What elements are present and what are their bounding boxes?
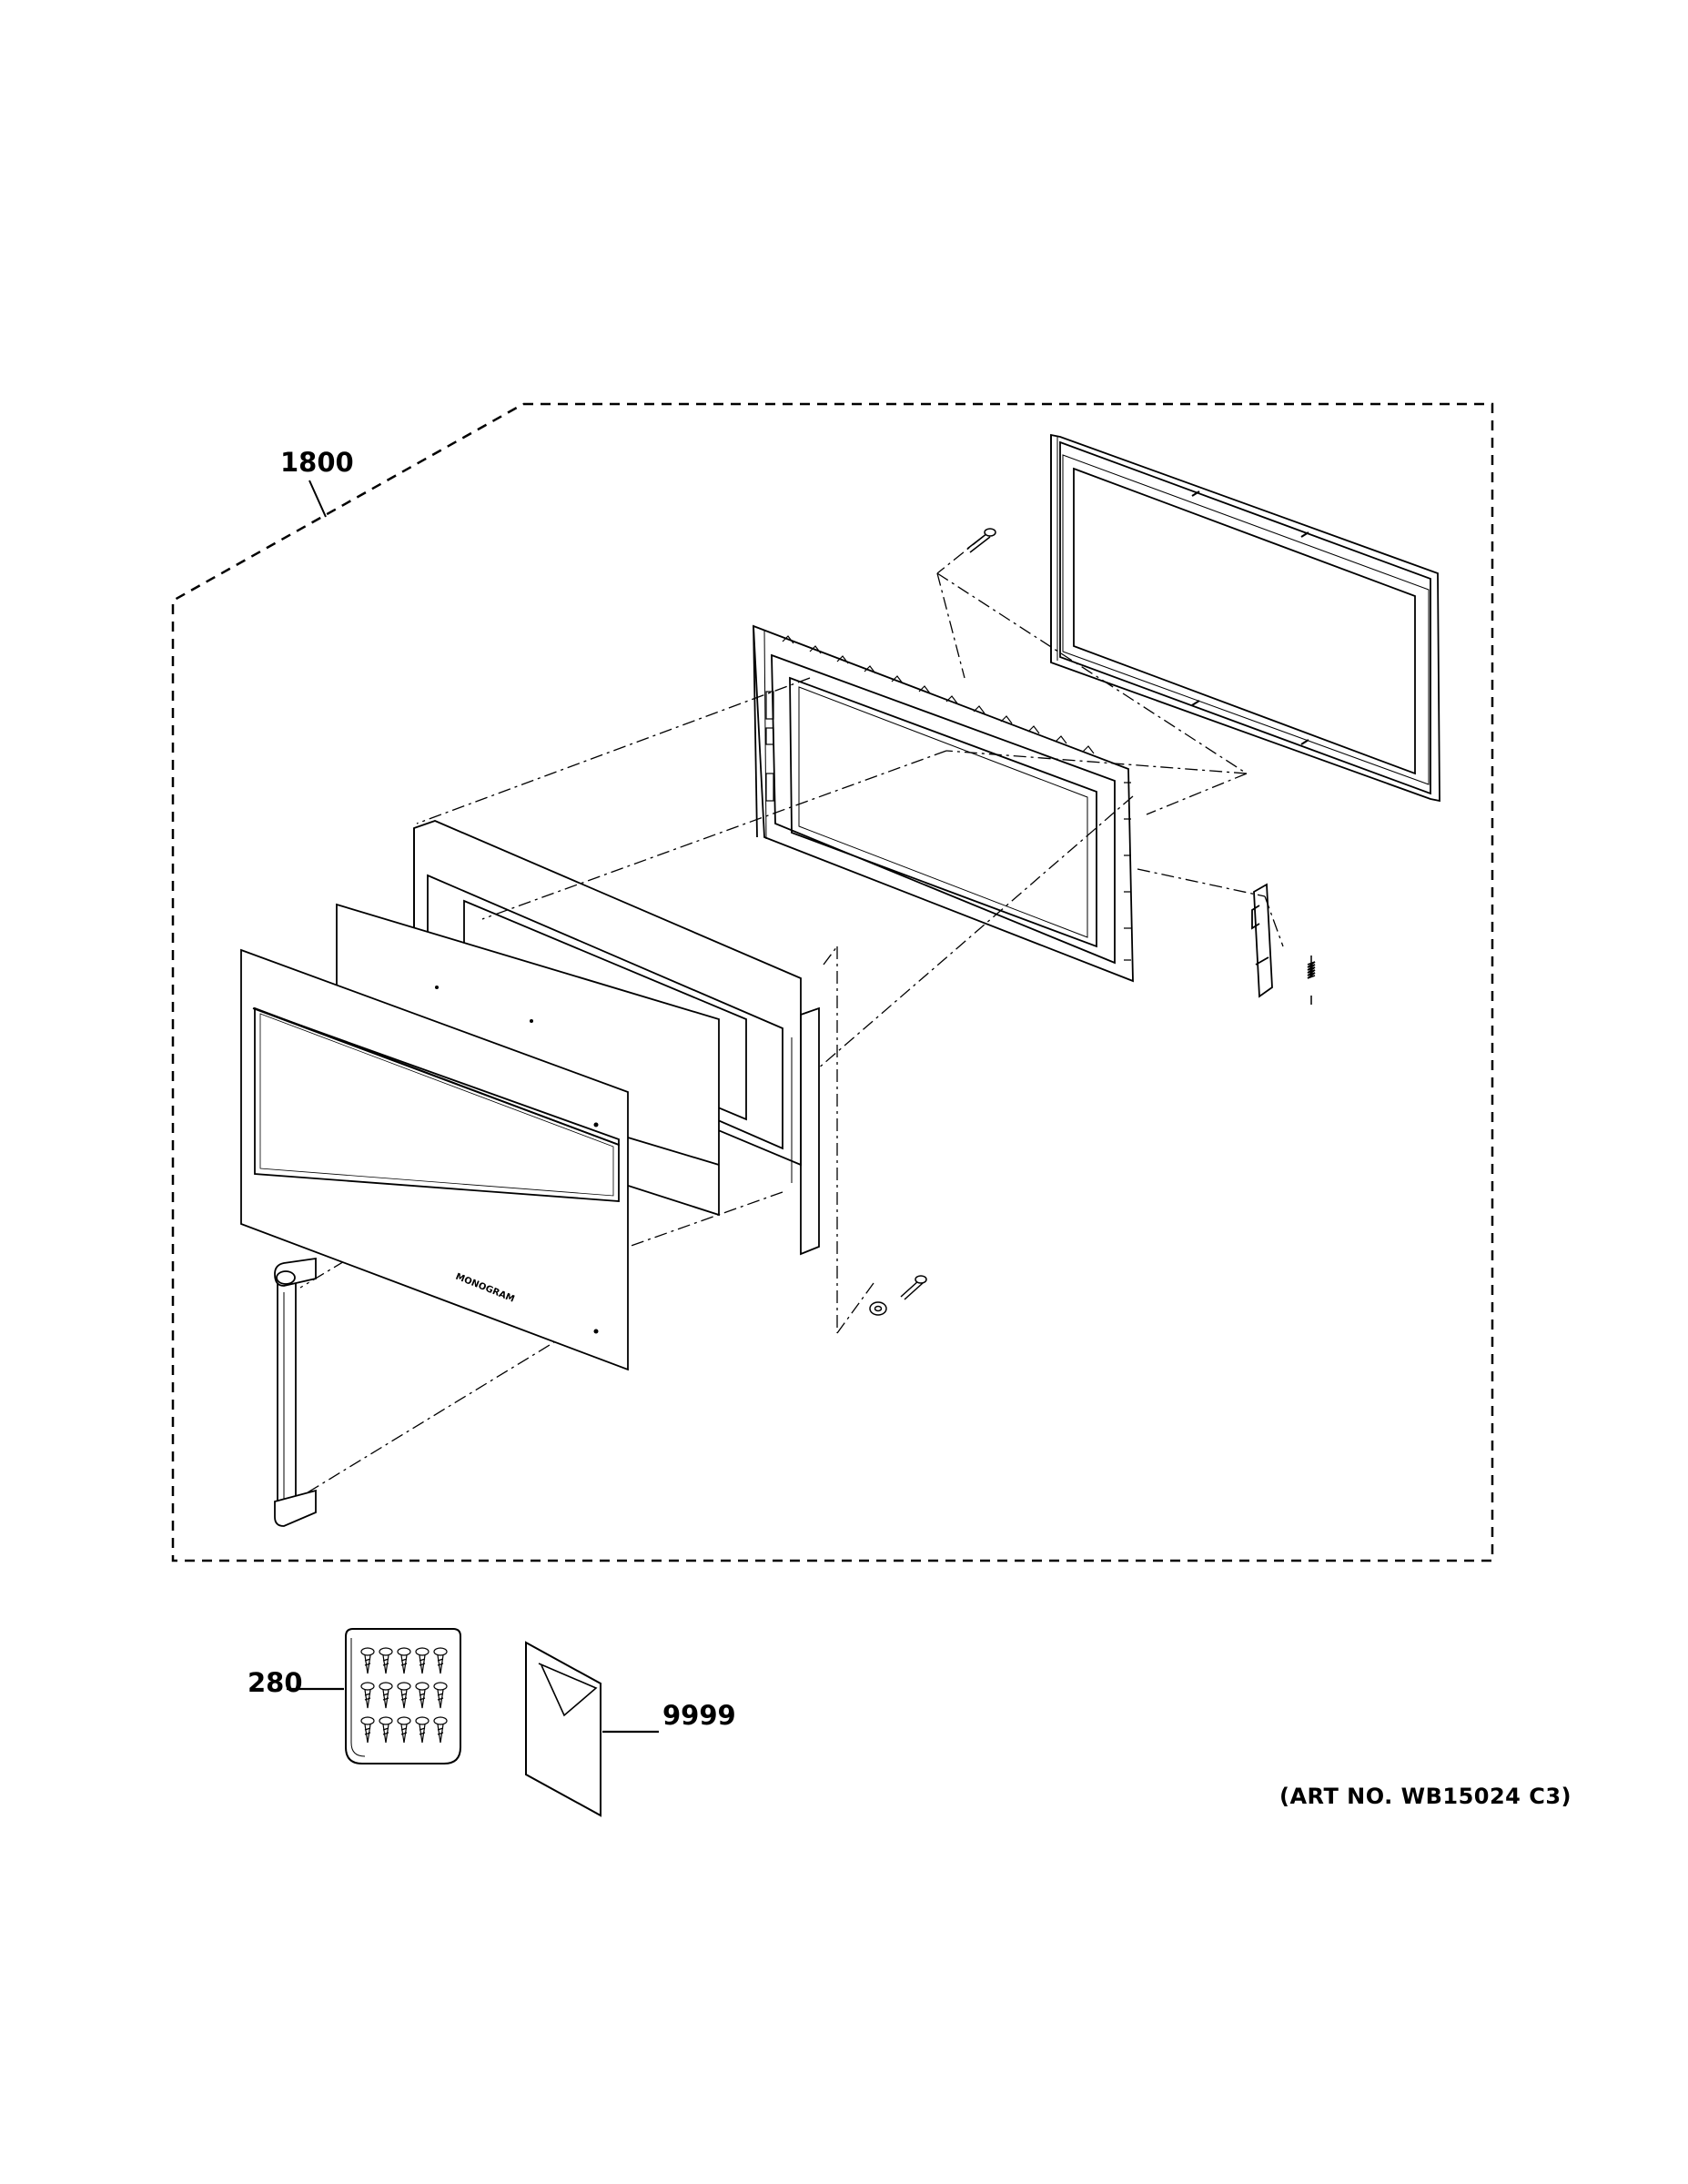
door-inner-frame: [753, 624, 1134, 983]
callout-literature-9999: 9999: [662, 1700, 736, 1731]
kit-boundary: [171, 402, 1494, 1562]
screw-icon: [379, 1647, 393, 1674]
door-handle: [274, 1257, 317, 1527]
front-viewing-window: [254, 1006, 620, 1202]
screw-icon: [360, 1716, 375, 1744]
screw-bag: [345, 1628, 461, 1764]
screw-icon: [415, 1682, 430, 1709]
screw-icon: [433, 1647, 448, 1674]
washer: [869, 1301, 887, 1316]
screw-icon: [433, 1682, 448, 1709]
door-choke-frame: [1050, 433, 1440, 803]
callout-kit-1800: 1800: [280, 447, 354, 478]
front-viewing-window-inner: [259, 1013, 614, 1197]
screw-icon: [433, 1716, 448, 1744]
kit-callout-leader: [308, 480, 327, 518]
screw-top: [966, 528, 996, 553]
art-number: (ART NO. WB15024 C3): [1279, 1784, 1572, 1809]
screw-icon: [379, 1716, 393, 1744]
screw-icon: [379, 1682, 393, 1709]
screw-icon: [360, 1682, 375, 1709]
callout-screws-280: 280: [248, 1667, 303, 1698]
latch-spring: [1307, 956, 1316, 1005]
screw-icon: [360, 1647, 375, 1674]
screw-icon: [415, 1716, 430, 1744]
screw-icon: [397, 1647, 411, 1674]
screw-bag-screws: [360, 1647, 448, 1744]
door-latch-hook: [1251, 883, 1273, 998]
screw-bottom: [900, 1275, 927, 1300]
literature-envelope: [525, 1641, 601, 1817]
door-inner-frame-tabs: [782, 635, 1131, 961]
front-panel-fasteners: [435, 986, 599, 1334]
screw-icon: [397, 1716, 411, 1744]
screw-icon: [397, 1682, 411, 1709]
screw-icon: [415, 1647, 430, 1674]
